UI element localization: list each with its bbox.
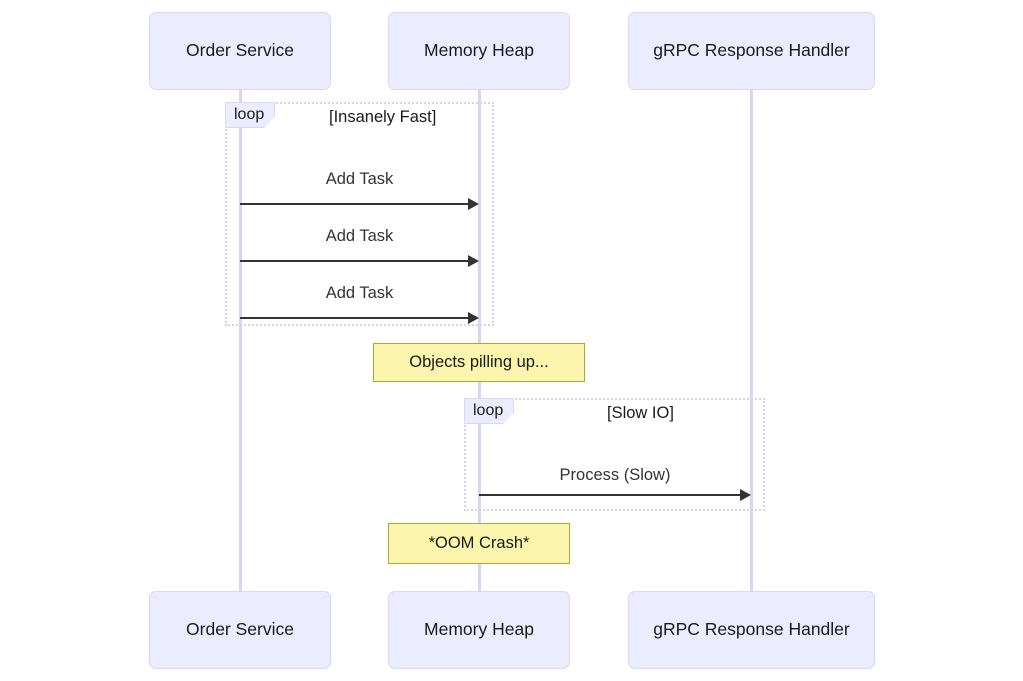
fragment-tab-loop-insanely-fast[interactable]: loop [225, 102, 276, 128]
message-line-process-slow [479, 494, 740, 496]
participant-bottom-grpc-response-handler[interactable]: gRPC Response Handler [628, 591, 875, 669]
message-line-add-task-2 [240, 260, 468, 262]
message-label-add-task-1: Add Task [325, 170, 394, 188]
participant-label: Order Service [186, 40, 294, 61]
participant-top-order-service[interactable]: Order Service [149, 12, 331, 90]
participant-bottom-memory-heap[interactable]: Memory Heap [388, 591, 570, 669]
fragment-tab-loop-slow-io[interactable]: loop [464, 398, 515, 424]
message-label-add-task-3: Add Task [325, 284, 394, 302]
message-arrowhead-add-task-2 [468, 255, 479, 267]
note-objects-pilling-up: Objects pilling up... [373, 343, 585, 382]
participant-label: gRPC Response Handler [653, 40, 850, 61]
fragment-condition-loop-slow-io: [Slow IO] [607, 404, 674, 422]
fragment-tab-label: loop [473, 402, 504, 419]
message-label-add-task-2: Add Task [325, 227, 394, 245]
participant-label: Order Service [186, 619, 294, 640]
participant-label: gRPC Response Handler [653, 619, 850, 640]
participant-top-memory-heap[interactable]: Memory Heap [388, 12, 570, 90]
lifeline-memory-heap [478, 90, 481, 591]
note-text: Objects pilling up... [409, 353, 549, 372]
participant-bottom-order-service[interactable]: Order Service [149, 591, 331, 669]
fragment-condition-loop-insanely-fast: [Insanely Fast] [329, 108, 437, 126]
note-oom-crash: *OOM Crash* [388, 523, 570, 564]
participant-label: Memory Heap [424, 619, 534, 640]
note-text: *OOM Crash* [428, 534, 530, 553]
participant-label: Memory Heap [424, 40, 534, 61]
fragment-loop-insanely-fast [225, 102, 494, 326]
participant-top-grpc-response-handler[interactable]: gRPC Response Handler [628, 12, 875, 90]
lifeline-order-service [239, 90, 242, 591]
message-arrowhead-add-task-3 [468, 312, 479, 324]
message-label-process-slow: Process (Slow) [559, 466, 671, 484]
lifeline-grpc-response-handler [750, 90, 753, 591]
message-arrowhead-add-task-1 [468, 198, 479, 210]
message-line-add-task-1 [240, 203, 468, 205]
message-arrowhead-process-slow [740, 489, 751, 501]
fragment-tab-label: loop [234, 106, 265, 123]
fragment-loop-slow-io [464, 398, 765, 511]
message-line-add-task-3 [240, 317, 468, 319]
